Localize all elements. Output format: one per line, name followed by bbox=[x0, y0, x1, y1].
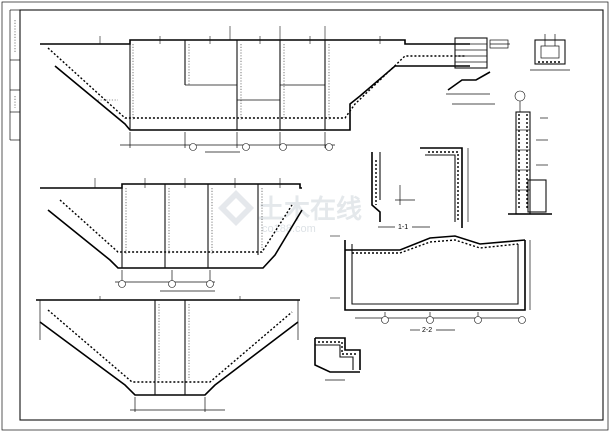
section-drawing-b bbox=[40, 178, 303, 292]
axis-bubble bbox=[325, 143, 333, 151]
watermark: 土木在线 co188.com bbox=[218, 190, 362, 235]
detail-1-1-label: 1-1 bbox=[398, 224, 408, 231]
axis-bubble bbox=[279, 143, 287, 151]
title-strip bbox=[9, 9, 20, 141]
inner-frame bbox=[19, 9, 604, 421]
axis-bubble bbox=[118, 280, 126, 288]
axis-bubble bbox=[426, 316, 434, 324]
axis-bubble bbox=[206, 280, 214, 288]
axis-bubble bbox=[474, 316, 482, 324]
axis-bubble bbox=[518, 316, 526, 324]
step-detail bbox=[314, 337, 361, 381]
axis-bubble bbox=[189, 143, 197, 151]
detail-1-1: 1-1 bbox=[371, 147, 469, 231]
stair-detail bbox=[446, 37, 510, 105]
detail-2-2: 2-2 bbox=[330, 235, 531, 334]
axis-bubble bbox=[381, 316, 389, 324]
watermark-brand: 土木在线 bbox=[258, 194, 362, 224]
axis-bubble bbox=[242, 143, 250, 151]
axis-bubble bbox=[514, 90, 526, 102]
pit-detail bbox=[530, 34, 570, 71]
column-detail bbox=[508, 90, 552, 215]
watermark-logo-icon bbox=[218, 190, 254, 226]
detail-2-2-label: 2-2 bbox=[422, 327, 432, 334]
section-drawing-c bbox=[36, 296, 300, 412]
axis-bubble bbox=[168, 280, 176, 288]
section-drawing-a bbox=[40, 26, 470, 153]
